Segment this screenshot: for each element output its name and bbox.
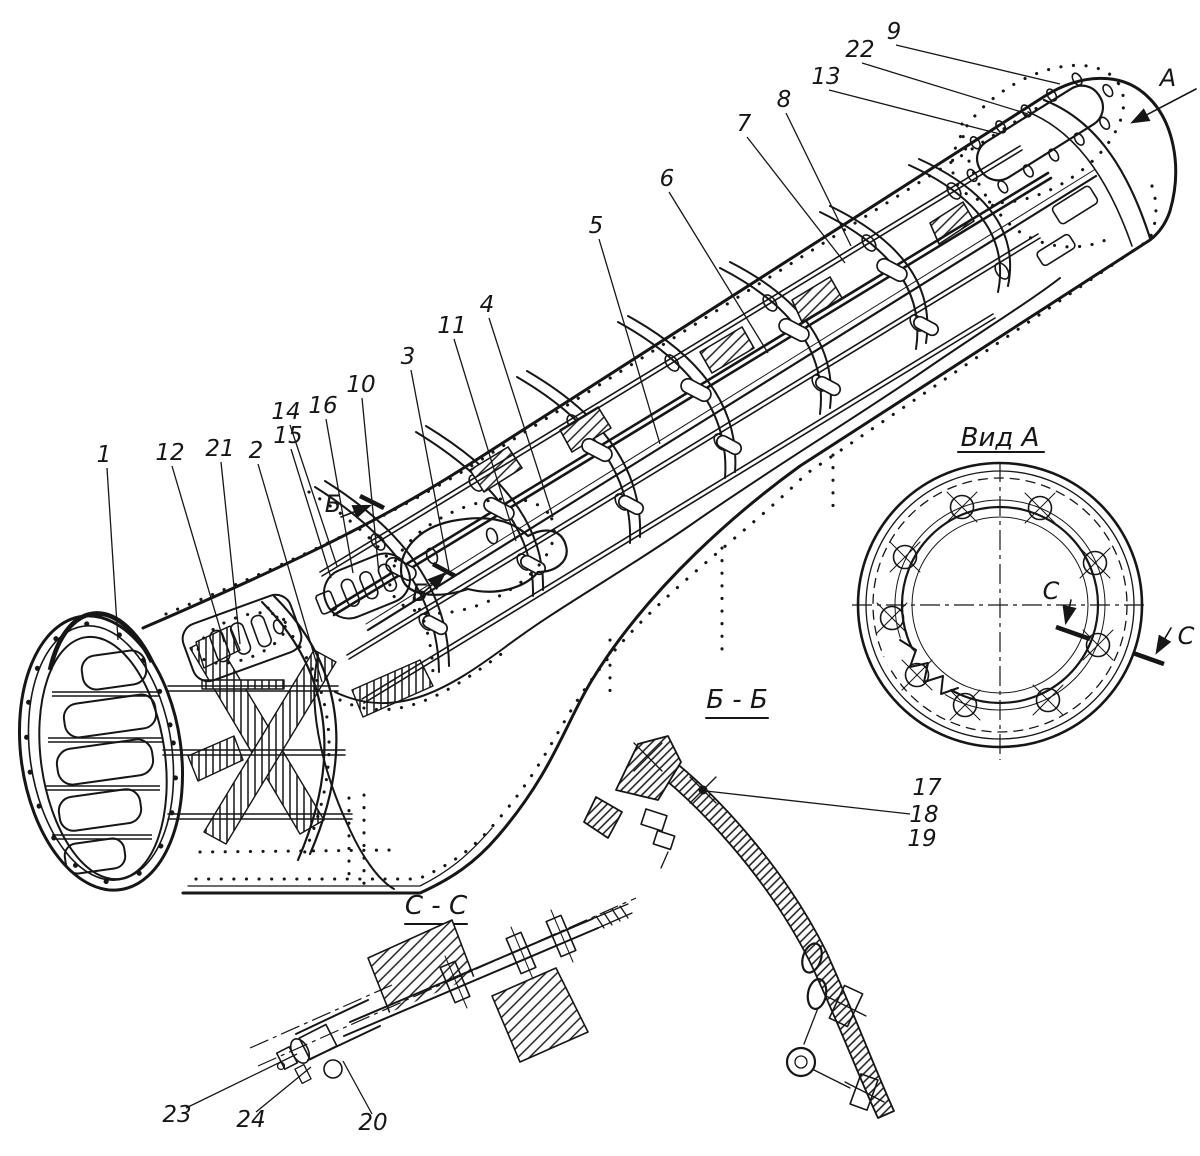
cutaway-root-edge [313, 654, 395, 890]
clamp-brackets [385, 257, 940, 636]
fitting-hardware [633, 742, 717, 869]
frame-holes [370, 182, 1010, 631]
bulkhead-shelves [46, 691, 163, 840]
callout-16: 16 [308, 393, 337, 419]
view-arrow-letter-a: А [1158, 64, 1176, 92]
ring-rivet-holes [23, 621, 179, 885]
view-a: Вид А С С [852, 423, 1195, 760]
main-boom-view: А Б Б [17, 63, 1197, 895]
end-cap-ring [1027, 98, 1152, 267]
callout-10: 10 [346, 372, 375, 398]
section-c-markers: С С [1043, 577, 1195, 667]
callout-7: 7 [737, 111, 752, 137]
callout-14: 14 [271, 399, 300, 425]
callout-4: 4 [480, 292, 495, 318]
section-c-letter-2: С [1178, 622, 1195, 650]
callout-17: 17 [912, 775, 942, 801]
root-end-ring [17, 611, 185, 892]
aft-opening [960, 72, 1114, 249]
section-b-letter-2: Б [412, 579, 428, 607]
access-panel-small [315, 552, 411, 620]
callout-labels: 1 2 3 4 5 6 7 8 9 10 11 12 13 14 15 16 1… [97, 19, 942, 1136]
callout-21: 21 [205, 436, 234, 462]
section-cc-title: С - С [405, 891, 468, 921]
kidney-opening [399, 517, 568, 596]
callout-9: 9 [887, 19, 902, 45]
callout-20: 20 [358, 1110, 387, 1136]
callout-22: 22 [845, 37, 874, 63]
section-b-letter-1: Б [325, 490, 341, 518]
callout-12: 12 [155, 440, 184, 466]
curved-frame-strip [635, 743, 895, 1119]
section-markers: А Б Б [325, 64, 1197, 607]
callout-24: 24 [236, 1107, 265, 1133]
flange-notch [899, 639, 959, 695]
control-cable [366, 174, 1098, 632]
turnbuckle-chain [785, 942, 885, 1111]
cutaway-lower-edge [334, 277, 1061, 705]
section-bb: Б - Б [583, 685, 895, 1119]
threaded-tip [591, 903, 633, 929]
ring-crescent [47, 611, 155, 671]
boom-bottom-inner-line [187, 827, 493, 887]
rivet-rows [164, 63, 1158, 888]
bolt-assembly [275, 1023, 343, 1085]
bracket-block-right [491, 967, 589, 1063]
section-c-letter-1: С [1043, 577, 1060, 605]
callout-2: 2 [249, 438, 264, 464]
bulkhead-slots [55, 649, 158, 875]
callout-5: 5 [589, 213, 604, 239]
adjuster-rod [257, 897, 637, 1067]
boom-outline [141, 76, 1178, 895]
callout-15: 15 [273, 423, 302, 449]
callout-11: 11 [437, 313, 466, 339]
callout-19: 19 [907, 826, 936, 852]
callout-6: 6 [660, 166, 675, 192]
leader-lines [106, 44, 1061, 1115]
notch-mask [882, 636, 952, 706]
view-a-title: Вид А [961, 423, 1040, 453]
callout-3: 3 [401, 344, 416, 370]
callout-13: 13 [811, 64, 840, 90]
callout-8: 8 [777, 87, 792, 113]
callout-18: 18 [909, 802, 938, 828]
callout-1: 1 [97, 442, 112, 468]
lower-lug [583, 796, 623, 839]
root-truss [162, 594, 434, 862]
upper-fitting [615, 735, 682, 801]
view-a-arrow [1130, 88, 1197, 124]
access-panel-forward [181, 593, 303, 683]
bolt-symbols [876, 491, 1114, 721]
callout-23: 23 [162, 1102, 191, 1128]
section-bb-title: Б - Б [706, 685, 768, 715]
section-cc: С - С [249, 891, 637, 1085]
